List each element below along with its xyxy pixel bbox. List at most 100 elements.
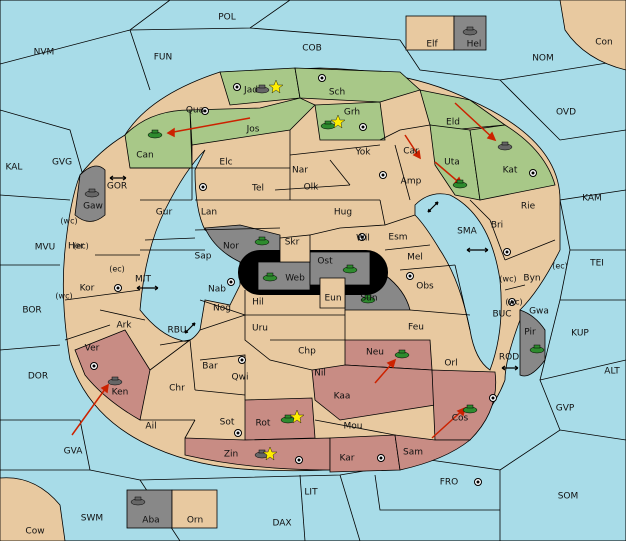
territory-label-rie: Rie (521, 202, 536, 212)
supply-center-icon (377, 454, 385, 462)
sea-label-buc: BUC (492, 310, 511, 320)
territory-label-gur: Gur (156, 208, 173, 218)
sea-label-kal: KAL (6, 163, 23, 173)
territory-label-hug: Hug (334, 208, 352, 218)
territory-label-hil: Hil (252, 298, 264, 308)
territory-grh[interactable] (314, 101, 386, 141)
territory-label-nab: Nab (208, 285, 226, 295)
territory-label-eld: Eld (446, 118, 460, 128)
territory-ken[interactable] (74, 329, 151, 421)
territory-skr[interactable] (279, 234, 311, 263)
sea-label-cob: COB (302, 44, 322, 54)
connectors (109, 175, 519, 371)
territory-label-sch: Sch (329, 88, 345, 98)
territory-label-uru: Uru (252, 324, 268, 334)
territory-label-obs: Obs (416, 282, 434, 292)
territory-label-bar: Bar (202, 362, 218, 372)
sea-label-bor: BOR (22, 306, 41, 316)
sea-label-gvp: GVP (556, 404, 575, 414)
supply-centers (90, 74, 537, 486)
sea-label-gvg: GVG (52, 158, 72, 168)
territory-label-rot: Rot (256, 419, 271, 429)
star-icon (268, 79, 284, 94)
territory-label-eun: Eun (324, 294, 341, 304)
sea-label-swm: SWM (81, 514, 103, 524)
supply-center-icon (114, 284, 122, 292)
territory-label-chp: Chp (298, 347, 316, 357)
supply-center-icon (474, 478, 482, 486)
territory-label-uta: Uta (444, 158, 460, 168)
territory-label-car: Car (403, 147, 419, 157)
territory-label-gwa: Gwa (529, 307, 549, 317)
territory-orn[interactable] (171, 489, 218, 529)
territory-uta[interactable] (429, 124, 481, 201)
territory-aba[interactable] (126, 489, 173, 529)
supply-center-icon (233, 83, 241, 91)
sea-label-gor: GOR (107, 182, 127, 192)
coast-label: (ec) (73, 242, 89, 251)
supply-center-icon (227, 278, 235, 286)
supply-center-icon (201, 107, 209, 115)
star-icon (262, 446, 278, 461)
coast-label: (wc) (505, 298, 522, 307)
tank-icon-gray (254, 84, 270, 94)
sea-label-mvu: MVU (35, 243, 56, 253)
supply-center-icon (318, 74, 326, 82)
territory-label-grh: Grh (344, 108, 360, 118)
inner-sea-east (414, 193, 502, 371)
sea-label-ovd: OVD (556, 108, 576, 118)
sea-label-nvm: NVM (34, 48, 55, 58)
order-arrows (71, 102, 497, 439)
territory-label-wil: Wil (356, 234, 370, 244)
territory-can[interactable] (124, 109, 193, 169)
territory-label-sam: Sam (403, 448, 423, 458)
coast-label: (ec) (552, 262, 568, 271)
territory-label-jad: Jad (243, 86, 258, 96)
territory-label-hel: Hel (467, 40, 482, 50)
internal-boundaries (64, 124, 556, 439)
territory-label-orn: Orn (187, 516, 203, 526)
sea-label-gva: GVA (64, 447, 84, 457)
supply-center-icon (379, 171, 387, 179)
territory-sam[interactable] (394, 434, 472, 471)
territory-cow[interactable] (0, 477, 66, 541)
stars (262, 79, 346, 461)
territory-pir[interactable] (519, 309, 546, 377)
territory-label-zin: Zin (224, 450, 238, 460)
territory-label-skr: Skr (285, 238, 300, 248)
territory-label-cos: Cos (452, 414, 469, 424)
territory-label-her: Her (68, 242, 84, 252)
inner-sea (139, 149, 241, 342)
tank-icon-gray (84, 188, 100, 198)
territory-label-amp: Amp (401, 177, 422, 187)
territory-label-mou: Mou (344, 422, 363, 432)
supply-center-icon (489, 394, 497, 402)
coast-label: (wc) (55, 292, 72, 301)
territory-label-aba: Aba (142, 516, 159, 526)
coast-labels: (wc)(ec)(ec)(wc)(wc)(ec)(wc) (55, 217, 567, 307)
territory-label-ver: Ver (85, 344, 100, 354)
territory-label-qwi: Qwi (232, 373, 249, 383)
territory-sch[interactable] (294, 67, 421, 103)
sea-label-dax: DAX (272, 519, 291, 529)
territory-kat[interactable] (469, 124, 556, 201)
territory-label-nil: Nil (314, 369, 326, 379)
tank-icon-green (342, 264, 358, 274)
territory-label-nog: Nog (213, 304, 231, 314)
tank-icon-gray (130, 496, 146, 506)
sea-label-dor: DOR (28, 372, 48, 382)
territory-eun[interactable] (319, 277, 346, 309)
territory-label-esm: Esm (388, 233, 407, 243)
tank-icon-green (529, 344, 545, 354)
territory-elf[interactable] (405, 15, 455, 51)
territory-label-pir: Pir (524, 328, 536, 338)
territory-label-kaa: Kaa (334, 392, 351, 402)
territory-label-sot: Sot (220, 418, 235, 428)
territory-ost[interactable] (309, 251, 371, 286)
territory-label-olk: Olk (304, 183, 320, 193)
territory-label-elf: Elf (426, 40, 438, 50)
territory-label-orl: Orl (444, 359, 457, 369)
